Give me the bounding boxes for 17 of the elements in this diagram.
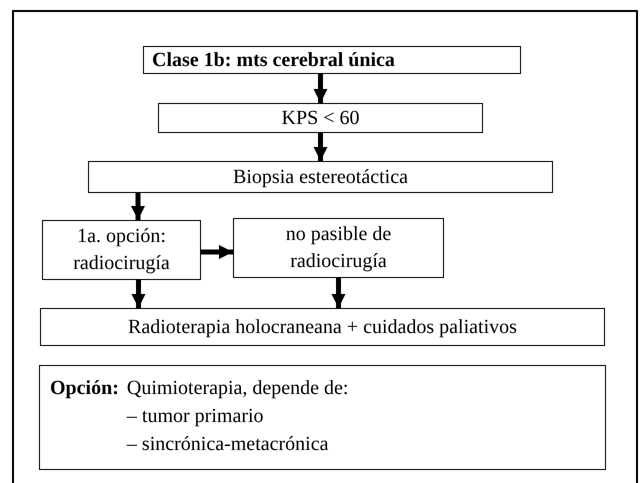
note-text: – tumor primario: [126, 404, 265, 429]
arrow: [332, 278, 346, 308]
arrow: [314, 133, 328, 161]
arrow: [132, 280, 146, 308]
note-box: [39, 365, 606, 470]
arrow: [201, 245, 233, 259]
process-box: KPS < 60: [158, 103, 483, 133]
process-box: Clase 1b: mts cerebral única: [143, 46, 521, 74]
process-box: Biopsia estereotáctica: [88, 161, 553, 193]
arrow: [314, 74, 328, 103]
note-text: – sincrónica-metacrónica: [126, 432, 330, 457]
arrow: [131, 193, 145, 220]
note-text: Quimioterapia, depende de:: [126, 376, 348, 401]
process-box: Radioterapia holocraneana + cuidados paliativos: [40, 308, 605, 346]
process-box: no pasible de radiocirugía: [233, 218, 444, 278]
process-box: 1a. opción: radiocirugía: [42, 220, 201, 280]
note-heading: Opción:: [50, 376, 119, 401]
